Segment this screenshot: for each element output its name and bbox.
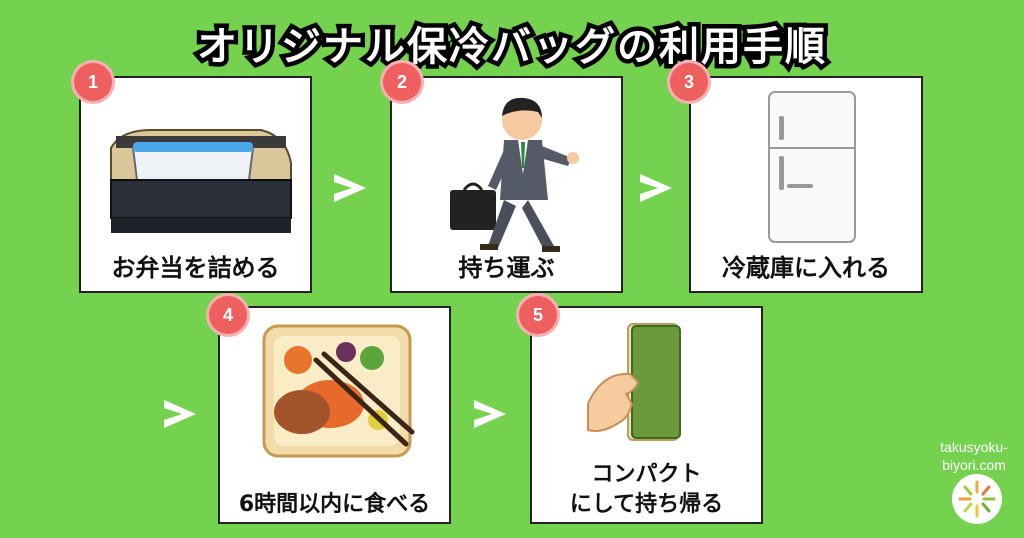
step-label-2: 持ち運ぶ [458,254,555,282]
step-card-4: 6時間以内に食べる [218,306,451,524]
step-card-3: 冷蔵庫に入れる [689,76,923,293]
page-title: オリジナル保冷バッグの利用手順 [193,20,830,75]
watermark: takusyoku- biyori.com [928,438,1020,474]
step-label-5-line2: にして持ち帰る [569,492,724,517]
step-label-3: 冷蔵庫に入れる [722,254,890,282]
site-logo-icon [952,474,1002,524]
arrow-right-icon [334,174,366,202]
step-badge-3: 3 [670,63,708,101]
step-badge-4: 4 [209,296,247,334]
lunchbox-in-bag-icon [110,129,292,233]
step-badge-5: 5 [519,296,557,334]
watermark-line1: takusyoku- [940,439,1008,455]
arrow-right-icon [164,400,196,428]
step-badge-1: 1 [74,63,112,101]
step-label-4: 6時間以内に食べる [238,492,431,517]
step-card-5: コンパクト にして持ち帰る [530,306,763,524]
step-card-2: 持ち運ぶ [390,76,623,293]
step-label-1: お弁当を詰める [111,254,280,282]
step-card-1: お弁当を詰める [79,76,312,293]
bento-with-chopsticks-icon [262,324,415,458]
step-badge-2: 2 [383,63,421,101]
watermark-line2: biyori.com [942,457,1006,473]
arrow-right-icon [640,174,672,202]
folded-bag-in-hand-icon [587,323,681,441]
arrow-right-icon [474,400,506,428]
refrigerator-icon [768,91,856,243]
step-label-5-line1: コンパクト [591,462,702,487]
businessman-walking-icon [450,97,579,252]
